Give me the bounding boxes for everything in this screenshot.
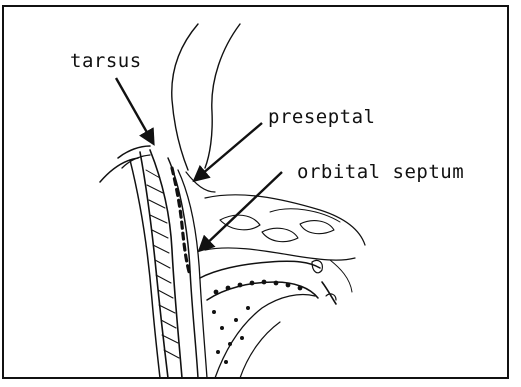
orbital-fat bbox=[205, 195, 365, 292]
label-tarsus: tarsus bbox=[70, 50, 142, 72]
label-preseptal: preseptal bbox=[268, 106, 375, 128]
upper-skin-contours bbox=[172, 24, 240, 192]
arrow-preseptal bbox=[195, 123, 262, 180]
septum-dashed-line bbox=[172, 168, 190, 275]
lid-layers bbox=[130, 158, 207, 378]
label-orbital-septum: orbital septum bbox=[297, 161, 464, 183]
levator-structures bbox=[200, 260, 336, 378]
arrow-tarsus bbox=[116, 78, 153, 143]
